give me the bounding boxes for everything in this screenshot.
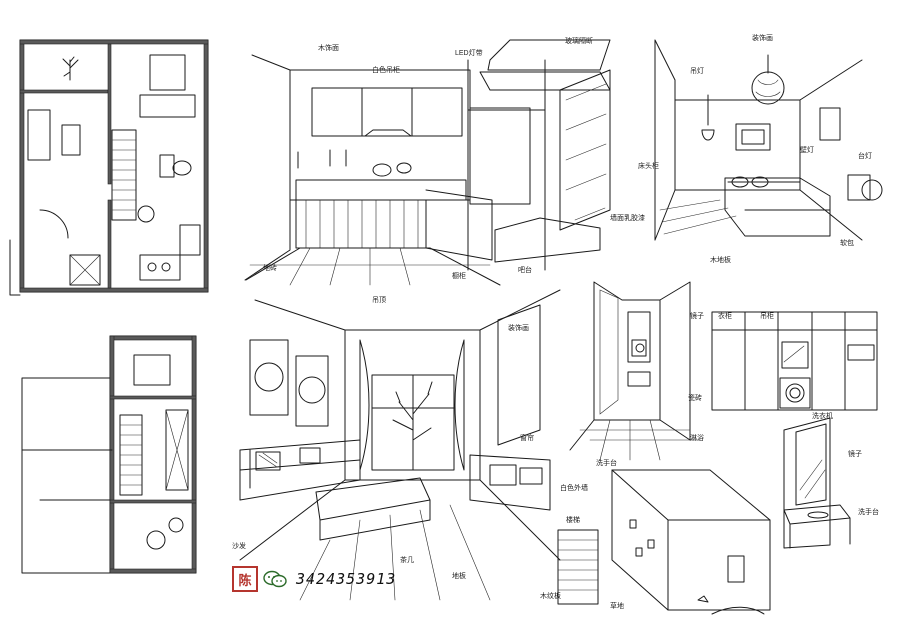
living-room-perspective: 吊顶 沙发 茶几 地板 窗帘 装饰画 [232, 289, 561, 601]
kitchen-note-6: 橱柜 [452, 271, 466, 280]
bath-note-4: 洗手台 [596, 458, 617, 467]
bath-note-1: 镜子 [690, 311, 704, 320]
wardrobe-note-2: 洗衣机 [812, 411, 833, 420]
bedroom-note-7: 壁灯 [800, 145, 814, 154]
vanity-detail: 镜子 洗手台 [783, 417, 879, 549]
living-note-2: 沙发 [232, 541, 246, 550]
massing-note-3: 木纹板 [540, 591, 561, 600]
artist-seal-stamp: 陈 [232, 566, 258, 592]
vanity-note-1: 镜子 [848, 449, 862, 458]
kitchen-note-1: 木饰面 [318, 43, 339, 52]
kitchen-perspective: 木饰面 白色吊柜 LED灯带 玻璃隔断 地砖 橱柜 吧台 墙面乳胶漆 [244, 36, 645, 286]
kitchen-note-3: LED灯带 [455, 48, 483, 57]
kitchen-note-5: 地砖 [263, 263, 277, 272]
bedroom-note-2: 装饰画 [752, 33, 773, 42]
bedroom-note-1: 吊灯 [690, 66, 704, 75]
wardrobe-note-1: 衣柜 [718, 311, 732, 320]
vanity-note-2: 洗手台 [858, 507, 879, 516]
kitchen-note-2: 白色吊柜 [372, 65, 400, 74]
bath-note-2: 瓷砖 [688, 393, 702, 402]
massing-note-4: 草地 [610, 601, 624, 610]
bedroom-note-5: 软包 [840, 238, 854, 247]
bedroom-note-4: 木地板 [710, 255, 731, 264]
bathroom-perspective: 镜子 瓷砖 淋浴 洗手台 [569, 281, 704, 467]
living-note-5: 窗帘 [520, 433, 534, 442]
massing-note-2: 楼梯 [566, 515, 580, 524]
bedroom-note-3: 床头柜 [638, 161, 659, 170]
bedroom-perspective: 吊灯 装饰画 床头柜 木地板 软包 台灯 壁灯 [638, 33, 883, 264]
living-note-1: 吊顶 [372, 296, 386, 304]
living-note-6: 装饰画 [508, 323, 529, 332]
wechat-icon [263, 570, 287, 588]
living-note-4: 地板 [452, 571, 466, 580]
floor-plan-ground [9, 39, 209, 296]
contact-phone-number: 3424353913 [296, 570, 397, 588]
floor-plan-upper [21, 335, 197, 574]
massing-note-1: 白色外墙 [560, 483, 588, 492]
wardrobe-note-3: 吊柜 [760, 311, 774, 320]
wardrobe-elevation: 衣柜 洗衣机 吊柜 [711, 311, 878, 420]
living-note-3: 茶几 [400, 555, 414, 564]
exterior-massing: 白色外墙 楼梯 木纹板 草地 [540, 469, 771, 615]
bedroom-note-6: 台灯 [858, 151, 872, 160]
bath-note-3: 淋浴 [690, 433, 704, 442]
kitchen-note-7: 吧台 [518, 265, 532, 274]
kitchen-note-8: 墙面乳胶漆 [610, 213, 645, 222]
kitchen-note-4: 玻璃隔断 [565, 36, 593, 45]
